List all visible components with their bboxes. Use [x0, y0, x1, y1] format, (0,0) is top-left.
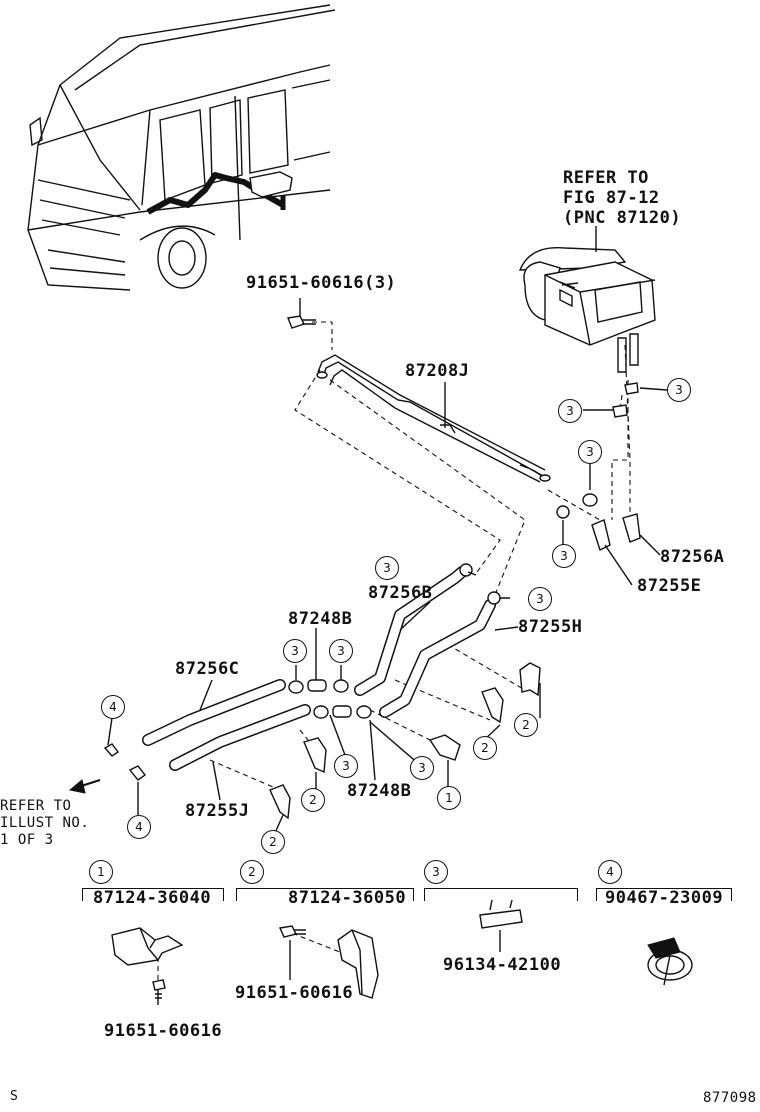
pipe-assembly	[316, 354, 551, 483]
callout-2: 2	[261, 830, 285, 854]
legend-part-4	[647, 937, 693, 986]
clamps	[288, 382, 639, 719]
callout-3: 3	[528, 587, 552, 611]
legend-1-number: 1	[89, 860, 113, 884]
callout-2: 2	[473, 736, 497, 760]
corner-mark: S	[10, 1089, 19, 1104]
callout-4: 4	[127, 815, 151, 839]
part-label-joint-top: 87248B	[288, 609, 353, 629]
part-label-joint-bottom: 87248B	[347, 781, 412, 801]
legend-1-bolt: 91651-60616	[104, 1021, 223, 1041]
legend-4-number: 4	[598, 860, 622, 884]
diagram-number: 877098	[703, 1090, 757, 1106]
part-label-hose-j: 87255J	[185, 801, 250, 821]
part-label-hose-c: 87256C	[175, 659, 240, 679]
callout-1: 1	[437, 786, 461, 810]
callout-3: 3	[558, 399, 582, 423]
callout-3: 3	[329, 639, 353, 663]
refer-arrow	[68, 779, 101, 794]
legend-2-number: 2	[240, 860, 264, 884]
callout-3: 3	[410, 756, 434, 780]
callout-2: 2	[514, 713, 538, 737]
callout-3: 3	[552, 544, 576, 568]
bolt-top	[287, 315, 316, 329]
legend-part-2	[278, 925, 379, 999]
van-illustration	[27, 4, 336, 291]
callout-3: 3	[283, 639, 307, 663]
part-label-hose-b: 87256B	[368, 583, 433, 603]
legend-1-bracket	[82, 888, 224, 901]
refer-illust-line-3: 1 OF 3	[0, 832, 54, 848]
callout-3: 3	[578, 440, 602, 464]
callout-4: 4	[101, 695, 125, 719]
refer-illust-line-1: REFER TO	[0, 798, 72, 814]
legend-part-3	[479, 899, 523, 952]
part-label-bolt-top: 91651-60616(3)	[246, 273, 397, 293]
callout-3: 3	[375, 556, 399, 580]
legend-2-bolt: 91651-60616	[235, 983, 354, 1003]
legend-3-bracket	[424, 888, 578, 901]
legend-4-bracket	[596, 888, 732, 901]
legend-part-1	[111, 927, 184, 1005]
legend-4-part-no: 90467-23009	[605, 888, 724, 908]
legend-2-bracket	[236, 888, 414, 901]
brackets	[103, 662, 541, 820]
refer-fig-line-1: REFER TO	[563, 168, 649, 188]
refer-fig-line-2: FIG 87-12	[563, 188, 660, 208]
callout-2: 2	[301, 788, 325, 812]
part-label-hose-a: 87256A	[660, 547, 725, 567]
refer-fig-line-3: (PNC 87120)	[563, 208, 682, 228]
callout-3: 3	[334, 754, 358, 778]
legend-3-part-no: 96134-42100	[443, 955, 562, 975]
callout-3: 3	[667, 378, 691, 402]
label-leaders	[107, 226, 668, 834]
legend-3-number: 3	[424, 860, 448, 884]
part-label-pipe: 87208J	[405, 361, 470, 381]
part-label-hose-e: 87255E	[637, 576, 702, 596]
heater-unit	[518, 246, 656, 373]
part-label-hose-h: 87255H	[518, 617, 583, 637]
refer-illust-line-2: ILLUST NO.	[0, 815, 90, 831]
legend-2-part-no: 87124-36050	[288, 888, 407, 908]
hoses	[142, 513, 641, 771]
legend-1-part-no: 87124-36040	[93, 888, 212, 908]
